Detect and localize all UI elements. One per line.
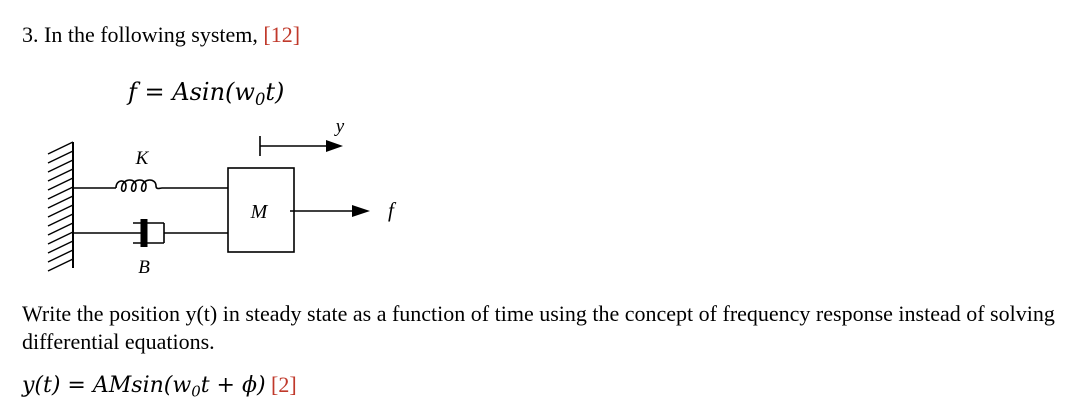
- question-marks: [12]: [263, 22, 301, 47]
- answer-rhs-prefix: AMsin(w: [92, 373, 192, 398]
- answer-line: y(t) = AMsin(w0t + ϕ) [2]: [22, 372, 297, 400]
- answer-equals: =: [60, 373, 93, 398]
- answer-lhs: y(t): [22, 373, 61, 398]
- answer-marks: [2]: [271, 372, 297, 397]
- answer-equation: y(t) = AMsin(w0t + ϕ): [22, 373, 266, 401]
- forcing-lhs: f: [128, 78, 137, 106]
- spring-label: K: [135, 148, 150, 169]
- question-heading: 3. In the following system, [12]: [22, 22, 300, 48]
- damper-label: B: [138, 257, 150, 278]
- spring: [73, 179, 228, 193]
- forcing-rhs-sub: 0: [254, 89, 266, 109]
- forcing-rhs-prefix: Asin(w: [172, 78, 255, 106]
- wall: [47, 141, 74, 272]
- force-label: f: [388, 198, 394, 222]
- position-arrow: [259, 136, 343, 156]
- force-arrow: [290, 205, 370, 217]
- prompt-text: Write the position y(t) in steady state …: [22, 301, 1055, 354]
- mass-label: M: [250, 201, 269, 223]
- forcing-equation: f = Asin(w0t): [128, 78, 284, 109]
- mass-spring-damper-diagram: K B M y: [47, 116, 370, 278]
- forcing-rhs-suffix: t): [265, 78, 285, 106]
- answer-rhs-suffix: t + ϕ): [200, 373, 266, 398]
- question-number: 3.: [22, 22, 39, 47]
- damper: [73, 219, 228, 247]
- answer-rhs-sub: 0: [191, 382, 201, 401]
- mass-block: [227, 167, 295, 253]
- question-text: In the following system,: [44, 22, 258, 47]
- position-label: y: [334, 116, 345, 137]
- equals-sign: =: [136, 78, 173, 106]
